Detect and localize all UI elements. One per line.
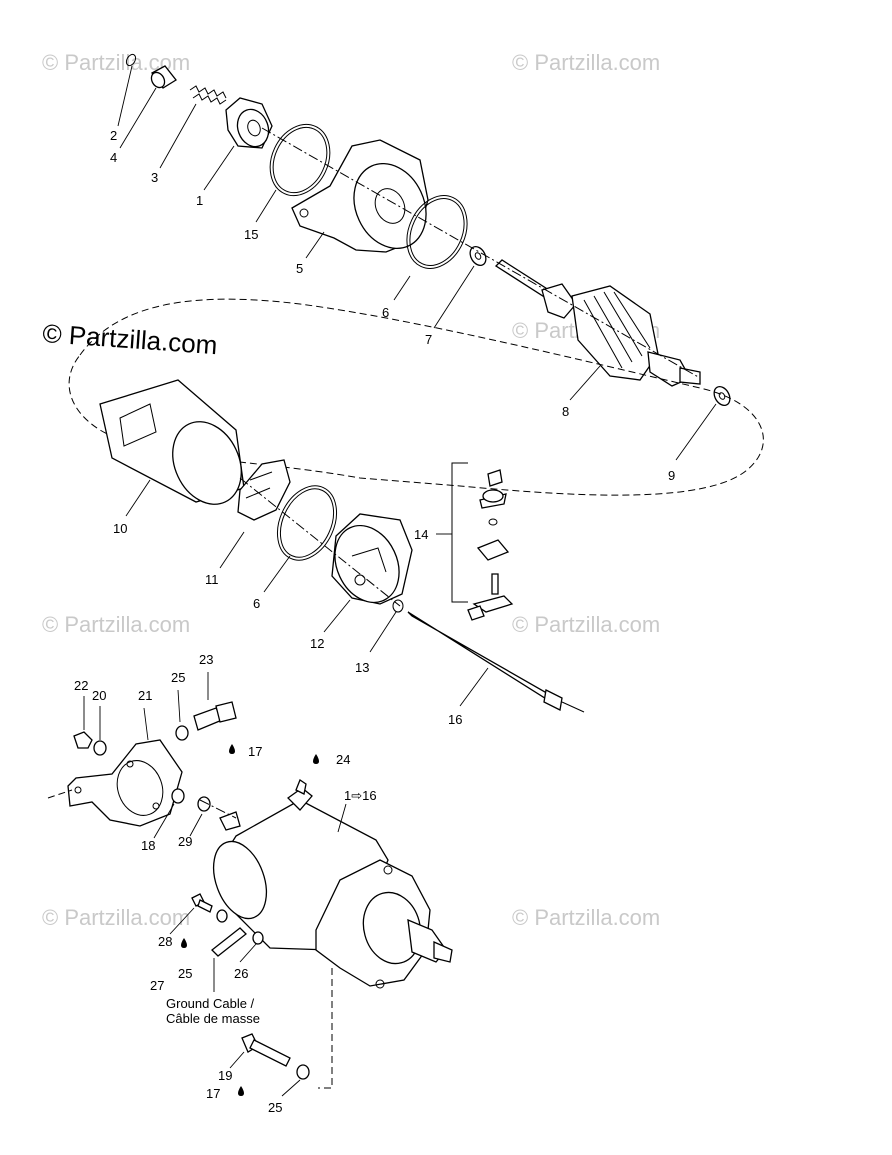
part-14-terminal-kit (451, 462, 514, 621)
watermark: © Partzilla.com (42, 612, 190, 637)
callout-9: 9 (668, 468, 675, 483)
part-4-collar (150, 65, 177, 89)
callout-25-middle: 25 (178, 966, 192, 981)
callout-22: 22 (74, 678, 88, 693)
part-21-bracket (67, 739, 183, 827)
callout-15: 15 (244, 227, 258, 242)
ground-cable-label-fr: Câble de masse (166, 1011, 260, 1026)
axis-line-upper (261, 127, 701, 379)
axis-line-bracket (199, 799, 237, 819)
callout-2: 2 (110, 128, 117, 143)
part-13-o-ring-small (392, 599, 404, 613)
part-15-o-ring (269, 123, 331, 197)
part-6-o-ring-upper (406, 195, 468, 269)
part-10-yoke (99, 379, 245, 505)
callout-25-top: 25 (171, 670, 185, 685)
callout-21: 21 (138, 688, 152, 703)
watermark-main: © Partzilla.com (42, 318, 219, 360)
part-28-bolt (191, 893, 213, 913)
callout-numbers: 2 4 3 1 15 5 6 7 8 9 10 11 6 12 13 16 14… (74, 128, 675, 1115)
part-22-nut (73, 731, 93, 749)
loctite-drop-27 (181, 938, 187, 948)
callout-7: 7 (425, 332, 432, 347)
watermark: © Partzilla.com (512, 905, 660, 930)
axis-line-bottom (318, 968, 333, 1089)
bracket-axis (47, 789, 73, 799)
callout-1: 1 (196, 193, 203, 208)
ground-cable (211, 927, 247, 957)
callout-24: 24 (336, 752, 350, 767)
part-9-washer (713, 386, 731, 406)
part-7-washer (469, 246, 487, 266)
callout-17-top: 17 (248, 744, 262, 759)
part-26-lock-washer (252, 931, 264, 945)
watermark: © Partzilla.com (512, 50, 660, 75)
part-23-bolt (193, 701, 237, 731)
part-11-brush-holder (237, 459, 291, 521)
ground-cable-label-en: Ground Cable / (166, 996, 255, 1011)
ground-cable-label: Ground Cable / Câble de masse (166, 996, 260, 1026)
callout-10: 10 (113, 521, 127, 536)
part-19-bolt (241, 1033, 291, 1067)
callout-20: 20 (92, 688, 106, 703)
watermark: © Partzilla.com (512, 612, 660, 637)
callout-14: 14 (414, 527, 428, 542)
callout-5: 5 (296, 261, 303, 276)
callout-13: 13 (355, 660, 369, 675)
part-20-washer (93, 740, 107, 756)
part-25-washer-top (175, 725, 189, 741)
part-18-washer (171, 788, 185, 804)
loctite-drop-24 (313, 754, 319, 764)
callout-8: 8 (562, 404, 569, 419)
callout-1-to-16: 1⇨16 (344, 788, 377, 803)
callout-28: 28 (158, 934, 172, 949)
starter-motor-assembly (212, 779, 453, 989)
callout-23: 23 (199, 652, 213, 667)
callout-6-lower: 6 (253, 596, 260, 611)
part-25-washer-bottom (296, 1064, 310, 1080)
callout-17-bottom: 17 (206, 1086, 220, 1101)
callout-19: 19 (218, 1068, 232, 1083)
loctite-drop-17-lower (238, 1086, 244, 1096)
callout-12: 12 (310, 636, 324, 651)
part-3-spring (189, 85, 227, 105)
callout-16: 16 (448, 712, 462, 727)
callout-11: 11 (205, 572, 219, 587)
loctite-drop-17 (229, 744, 235, 754)
callout-27: 27 (150, 978, 164, 993)
callout-26: 26 (234, 966, 248, 981)
watermark: © Partzilla.com (42, 905, 190, 930)
callout-29: 29 (178, 834, 192, 849)
part-16-through-bolt (407, 611, 585, 713)
callout-18: 18 (141, 838, 155, 853)
callout-25-bottom: 25 (268, 1100, 282, 1115)
part-5-drive-housing (291, 139, 429, 253)
callout-3: 3 (151, 170, 158, 185)
callout-6-upper: 6 (382, 305, 389, 320)
part-1-drive-pinion (225, 97, 273, 149)
axis-line-middle (239, 477, 401, 607)
part-8-armature (494, 259, 701, 387)
leader-lines (83, 65, 717, 1097)
part-12-end-cover (331, 513, 413, 605)
part-2-snap-ring (125, 53, 137, 67)
callout-4: 4 (110, 150, 117, 165)
part-25-washer-middle (216, 909, 228, 923)
